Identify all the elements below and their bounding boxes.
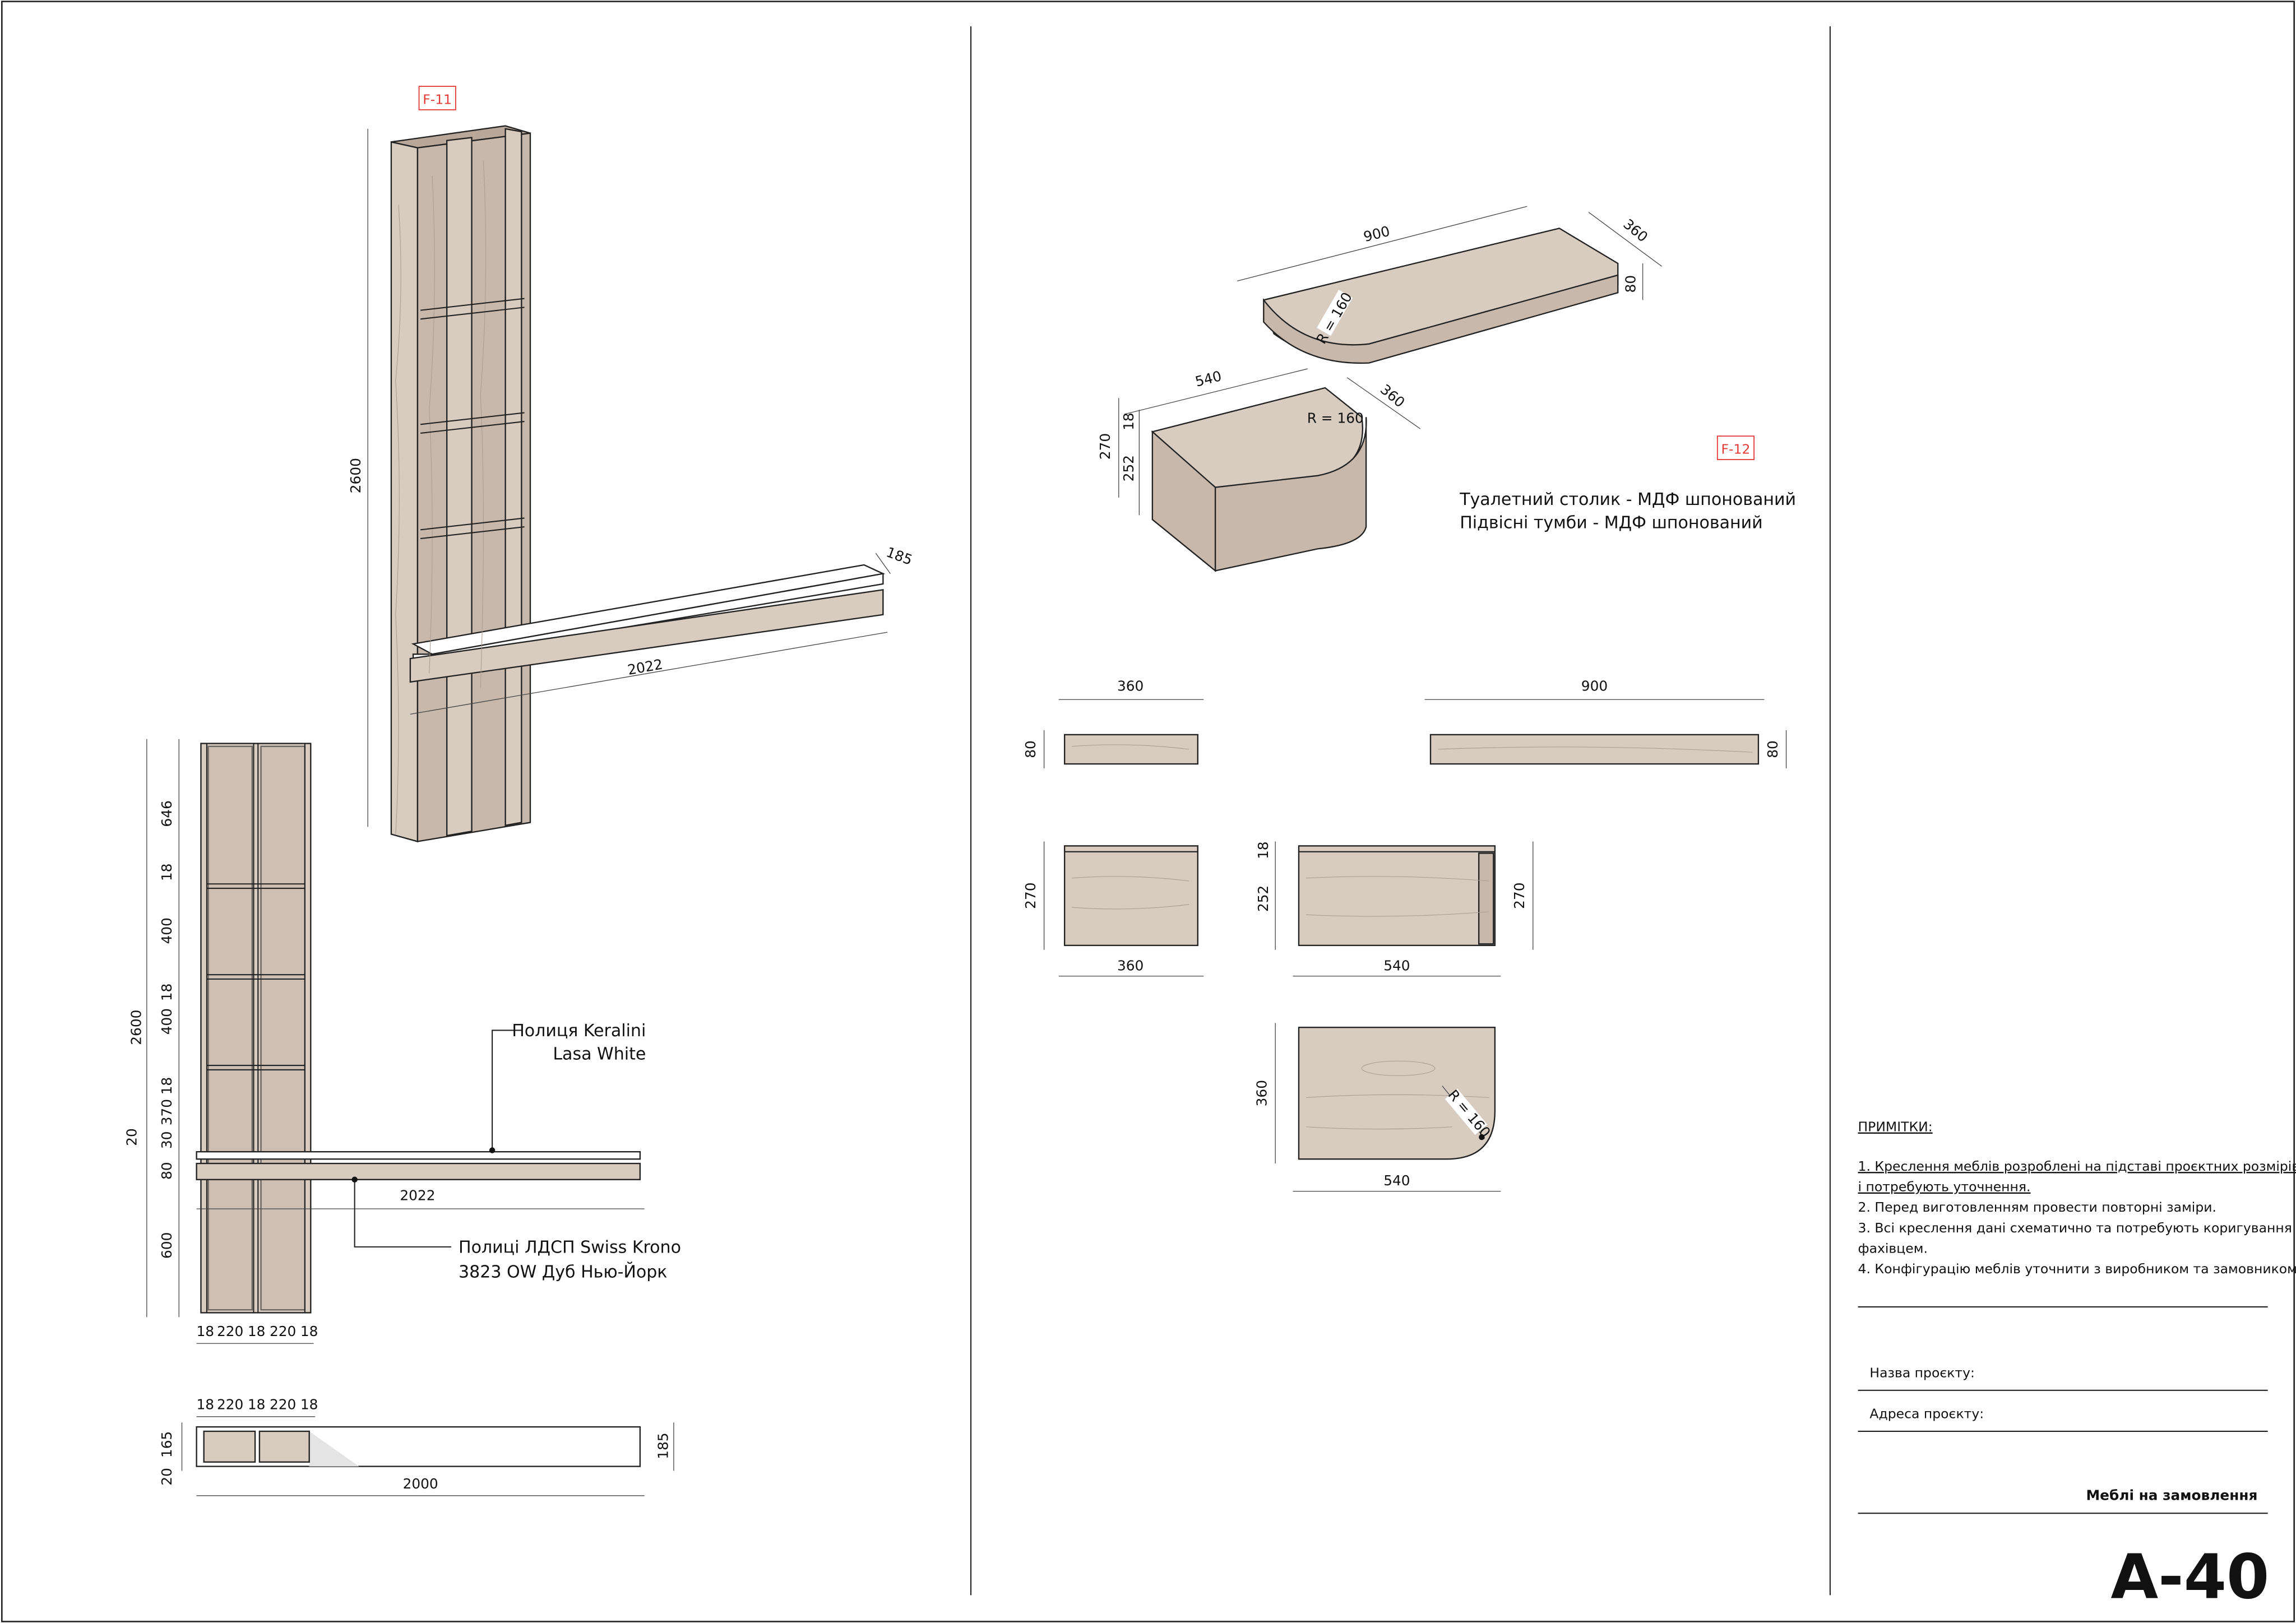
sheet-subtitle: Меблі на замовлення bbox=[2086, 1487, 2258, 1504]
f11-plan: 18 220 18 220 18 165 20 185 2000 bbox=[159, 1397, 674, 1496]
note-line: фахівцем. bbox=[1858, 1240, 1928, 1256]
dim-ortho-side-w: 360 bbox=[1117, 678, 1144, 694]
notes-title: ПРИМІТКИ: bbox=[1858, 1119, 1933, 1135]
dim-elev-chain: 18 bbox=[159, 1077, 175, 1095]
cabinet-side-view bbox=[1063, 845, 1198, 947]
f11-iso-view: 2600 185 2022 bbox=[348, 125, 915, 843]
note-line: 3. Всі креслення дані схематично та потр… bbox=[1858, 1220, 2292, 1236]
note-line: 4. Конфігурацію меблів уточнити з виробн… bbox=[1858, 1261, 2296, 1277]
dim-top-depth: 360 bbox=[1620, 216, 1651, 245]
f12-iso-view: 900 360 80 R = 160 540 360 R = 160 270 1… bbox=[1097, 206, 1662, 572]
dim-cab-body: 252 bbox=[1121, 455, 1137, 481]
dim-elev-shelf-length: 2022 bbox=[400, 1187, 435, 1203]
sheet-number: A-40 bbox=[2110, 1541, 2269, 1613]
f12-ortho-views: 360 900 80 80 270 360 18 252 270 540 360… bbox=[1022, 678, 1787, 1192]
dim-plan-depth-total: 185 bbox=[655, 1432, 671, 1459]
dim-elev-chain: 400 bbox=[159, 1008, 175, 1035]
dim-elev-total: 2600 bbox=[128, 1010, 144, 1045]
dim-ortho-front-w: 900 bbox=[1581, 678, 1608, 694]
dim-plan-depth-inner: 165 bbox=[159, 1431, 175, 1458]
note-line: і потребують уточнення. bbox=[1858, 1179, 2031, 1195]
dim-elev-width: 220 bbox=[270, 1323, 296, 1339]
project-address-label: Адреса проєкту: bbox=[1869, 1406, 1984, 1421]
dim-plan-width: 18 bbox=[248, 1397, 266, 1413]
callout-keralini: Lasa White bbox=[553, 1045, 646, 1064]
f12-tag: F-12 bbox=[1716, 435, 1755, 460]
dim-ortho-plan-depth: 360 bbox=[1254, 1080, 1270, 1106]
dim-elev-chain: 600 bbox=[159, 1232, 175, 1259]
dim-plan-depth-back: 20 bbox=[159, 1468, 175, 1486]
f11-tag: F-11 bbox=[418, 86, 456, 110]
dim-top-height: 80 bbox=[1623, 275, 1639, 293]
dim-plan-width: 18 bbox=[197, 1397, 215, 1413]
dim-ortho-cab-front-body: 252 bbox=[1255, 885, 1271, 912]
f12-tag-text: F-12 bbox=[1721, 442, 1751, 457]
dim-ortho-side-h: 80 bbox=[1022, 740, 1039, 758]
dim-elev-chain: 18 bbox=[159, 864, 175, 882]
title-block: Назва проєкту: Адреса проєкту: Меблі на … bbox=[1858, 1306, 2269, 1613]
project-name-label: Назва проєкту: bbox=[1869, 1365, 1975, 1380]
dim-elev-width: 18 bbox=[248, 1323, 266, 1339]
top-side-view bbox=[1063, 734, 1198, 765]
dim-ortho-plan-w: 540 bbox=[1383, 1172, 1410, 1189]
f11-elevation: 2600 20 646 18 400 18 400 18 370 30 80 6… bbox=[124, 739, 681, 1344]
dim-elev-chain: 370 bbox=[159, 1099, 175, 1125]
cabinet-plan-view bbox=[1298, 1027, 1496, 1160]
dim-ortho-cab-front-h: 270 bbox=[1511, 882, 1527, 908]
dim-ortho-front-h: 80 bbox=[1765, 740, 1781, 758]
note-line: 1. Креслення меблів розроблені на підста… bbox=[1858, 1158, 2296, 1174]
dim-elev-width: 18 bbox=[197, 1323, 215, 1339]
dim-elev-chain: 18 bbox=[159, 984, 175, 1001]
f12-description: Туалетний столик - МДФ шпонований bbox=[1459, 490, 1796, 509]
dim-ortho-cab-front-top: 18 bbox=[1255, 841, 1271, 859]
dim-plan-length: 2000 bbox=[403, 1476, 438, 1492]
dim-ortho-cab-side-w: 360 bbox=[1117, 957, 1144, 973]
dim-plan-width: 220 bbox=[217, 1397, 243, 1413]
dim-plan-width: 18 bbox=[300, 1397, 318, 1413]
dim-cab-length: 540 bbox=[1193, 368, 1223, 390]
ldsp-shelf bbox=[196, 1162, 641, 1180]
dim-elev-offset: 20 bbox=[124, 1128, 140, 1146]
dim-plan-width: 220 bbox=[270, 1397, 296, 1413]
f11-tag-text: F-11 bbox=[423, 91, 452, 107]
dim-cab-height: 270 bbox=[1097, 433, 1113, 460]
notes-block: ПРИМІТКИ: 1. Креслення меблів розроблені… bbox=[1858, 1119, 2296, 1277]
cabinet-front-view bbox=[1298, 845, 1496, 947]
callout-ldsp: Полиці ЛДСП Swiss Krono bbox=[459, 1237, 681, 1257]
top-front-view bbox=[1429, 734, 1760, 765]
dim-iso-depth: 185 bbox=[884, 544, 914, 568]
dim-ortho-cab-side-h: 270 bbox=[1022, 882, 1039, 908]
dim-elev-chain: 30 bbox=[159, 1131, 175, 1149]
callout-ldsp: 3823 OW Дуб Нью-Йорк bbox=[459, 1262, 667, 1282]
keralini-shelf bbox=[196, 1151, 641, 1160]
callout-keralini: Полиця Keralini bbox=[512, 1021, 646, 1041]
f12-description: Підвісні тумби - МДФ шпонований bbox=[1460, 513, 1762, 533]
dim-elev-width: 18 bbox=[300, 1323, 318, 1339]
dim-cab-radius: R = 160 bbox=[1307, 410, 1364, 426]
dim-elev-chain: 646 bbox=[159, 800, 175, 827]
dim-iso-height: 2600 bbox=[348, 458, 364, 493]
dim-elev-chain: 400 bbox=[159, 917, 175, 944]
dim-cab-top: 18 bbox=[1121, 412, 1137, 430]
note-line: 2. Перед виготовленням провести повторні… bbox=[1858, 1199, 2217, 1215]
dim-elev-chain: 80 bbox=[159, 1162, 175, 1180]
dim-iso-length: 2022 bbox=[626, 656, 664, 678]
dim-ortho-cab-front-w: 540 bbox=[1383, 957, 1410, 973]
dim-elev-width: 220 bbox=[217, 1323, 243, 1339]
dim-cab-depth: 360 bbox=[1377, 381, 1408, 411]
dim-top-length: 900 bbox=[1362, 223, 1391, 245]
